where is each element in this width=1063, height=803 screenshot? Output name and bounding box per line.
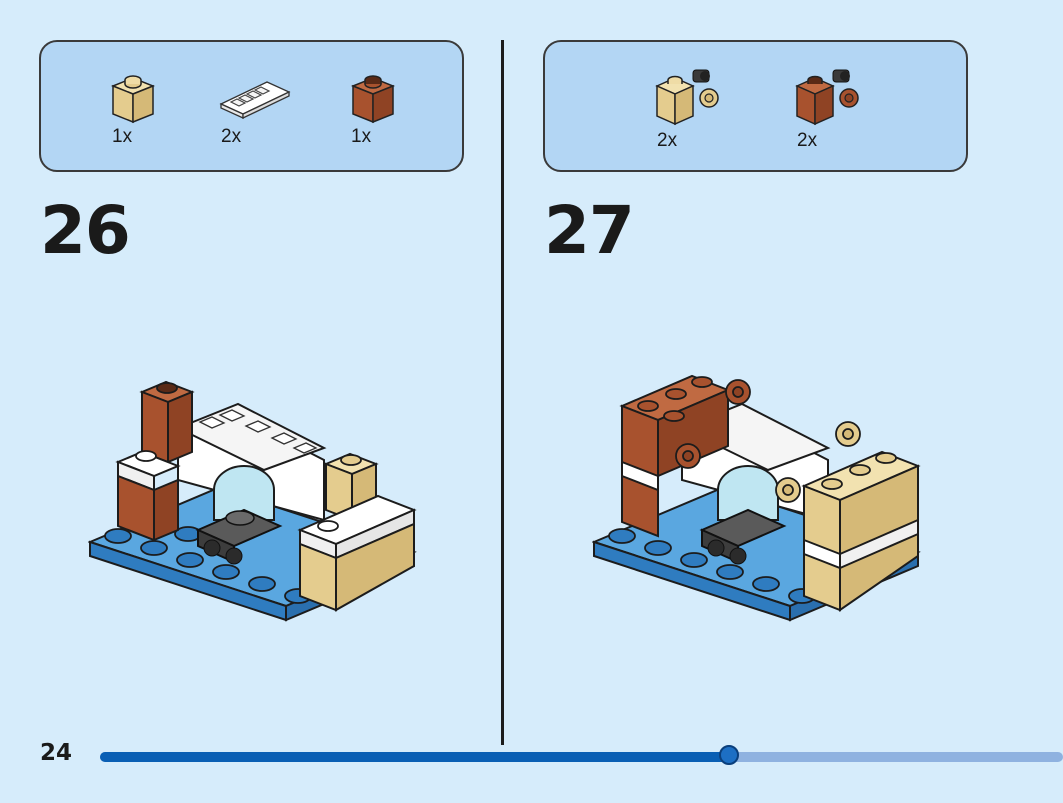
reddish-brown-brick-icon bbox=[350, 75, 396, 124]
white-slope-icon bbox=[219, 81, 291, 120]
progress-knob[interactable] bbox=[719, 745, 739, 765]
progress-bar bbox=[100, 745, 1063, 765]
model-illustration-step-26 bbox=[88, 380, 417, 622]
part-tan-brick bbox=[109, 70, 199, 126]
parts-list-step-26: 1x 2x 1x bbox=[39, 40, 464, 172]
part-qty: 2x bbox=[797, 130, 818, 151]
step-number-26: 26 bbox=[40, 192, 131, 269]
progress-fill bbox=[100, 752, 729, 762]
vehicle bbox=[195, 508, 283, 565]
parts-list-step-27: 2x 2x bbox=[543, 40, 968, 172]
part-reddish-brown-clip-brick bbox=[793, 62, 883, 130]
model-illustration-step-27 bbox=[592, 374, 921, 622]
step-divider bbox=[501, 40, 504, 745]
part-tan-clip-brick bbox=[653, 62, 743, 130]
step-number-27: 27 bbox=[544, 192, 635, 269]
page-number: 24 bbox=[40, 740, 73, 766]
part-qty: 1x bbox=[112, 126, 133, 147]
part-qty: 1x bbox=[351, 126, 372, 147]
tan-clip-brick-icon bbox=[655, 69, 719, 126]
tan-brick-icon bbox=[110, 75, 156, 124]
part-reddish-brown-brick bbox=[349, 70, 439, 126]
part-qty: 2x bbox=[657, 130, 678, 151]
part-white-slope bbox=[217, 70, 307, 120]
reddish-brown-clip-brick-icon bbox=[795, 69, 859, 126]
part-qty: 2x bbox=[221, 126, 242, 147]
